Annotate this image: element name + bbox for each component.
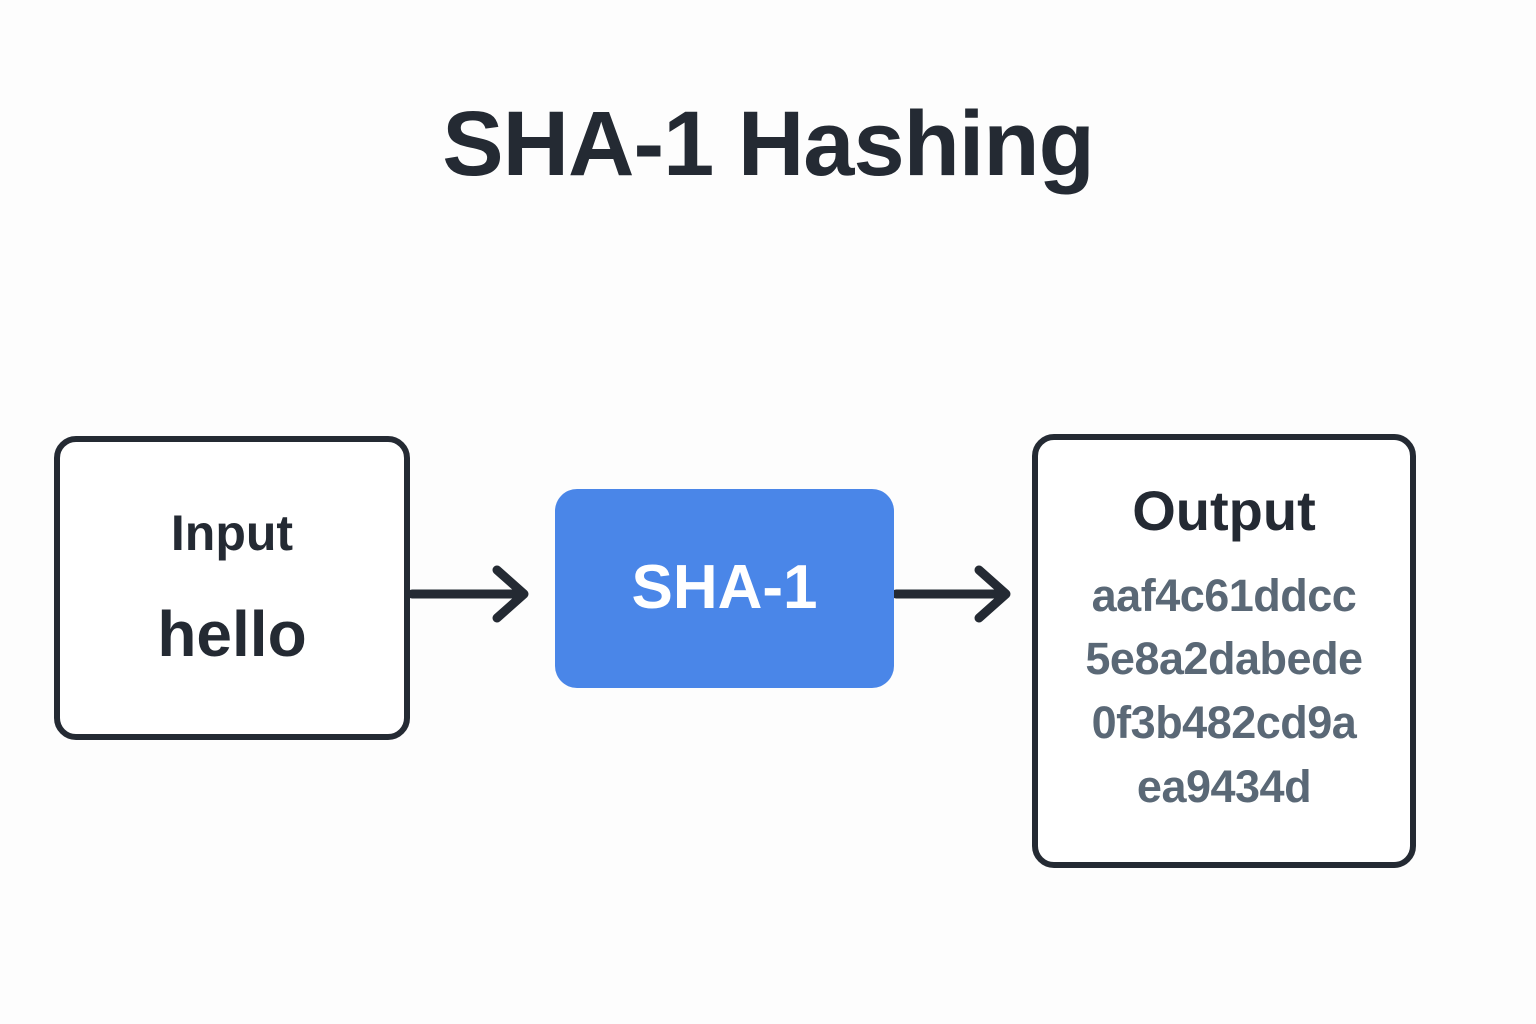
hash-line: 0f3b482cd9a	[1091, 697, 1357, 749]
node-input-value: hello	[157, 598, 307, 671]
edge-input-process	[407, 565, 529, 623]
hash-line: ea9434d	[1136, 761, 1312, 813]
hash-line: 5e8a2dabede	[1085, 633, 1363, 685]
page-title: SHA-1 Hashing	[442, 93, 1095, 195]
hash-line: aaf4c61ddcc	[1091, 569, 1357, 621]
node-output-label: Output	[1132, 479, 1316, 542]
node-output-hash-value: aaf4c61ddcc 5e8a2dabede 0f3b482cd9a ea9434d	[1085, 564, 1363, 820]
node-input[interactable]: Input hello	[54, 436, 410, 740]
node-output[interactable]: Output aaf4c61ddcc 5e8a2dabede 0f3b482cd9a…	[1032, 434, 1416, 868]
node-process-label: SHA-1	[631, 553, 818, 623]
edge-process-output	[891, 565, 1011, 623]
node-process-sha1[interactable]: SHA-1	[555, 489, 894, 688]
node-input-label: Input	[170, 505, 294, 562]
